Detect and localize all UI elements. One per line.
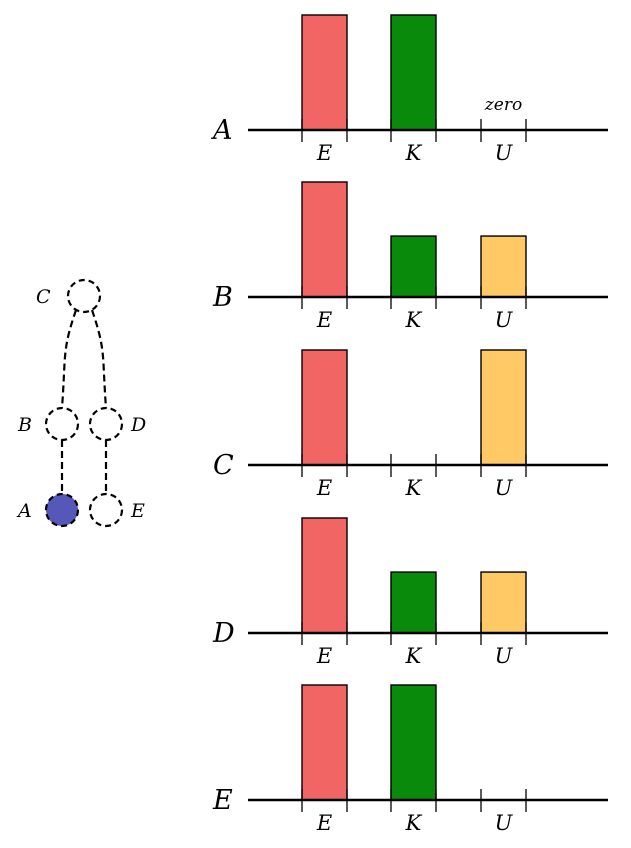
bar-a-k [390, 14, 437, 131]
graph-node-label-d: D [130, 414, 146, 436]
bar-e-k [390, 684, 437, 801]
bar-c-e [301, 349, 348, 466]
bar-d-k [390, 571, 437, 634]
panel-label-a: A [210, 115, 233, 146]
graph-node-b [44, 406, 80, 442]
panel-label-b: B [212, 282, 233, 313]
panel-label-e: E [212, 785, 233, 816]
bar-b-k [390, 235, 437, 298]
bar-d-u [480, 571, 527, 634]
tick-label-c-k: K [405, 476, 423, 500]
edge-c-d [90, 309, 108, 409]
bar-a-e [301, 14, 348, 131]
graph-node-label-e: E [130, 500, 145, 522]
graph-node-label-c: C [36, 286, 51, 308]
tick-label-a-u: U [495, 141, 514, 165]
tick-label-d-e: E [316, 644, 332, 668]
tick-label-e-k: K [405, 811, 423, 835]
panel-label-d: D [212, 618, 235, 649]
tick-label-b-e: E [316, 308, 332, 332]
graph-node-label-b: B [17, 414, 32, 436]
panel-label-c: C [213, 450, 234, 481]
tick-label-a-k: K [405, 141, 423, 165]
tick-label-c-u: U [495, 476, 514, 500]
annotation-a-zero: zero [484, 95, 522, 115]
graph-node-c [66, 278, 102, 314]
bar-b-u [480, 235, 527, 298]
graph-edges [60, 309, 108, 494]
tick-label-d-k: K [405, 644, 423, 668]
bar-e-e [301, 684, 348, 801]
tick-label-c-e: E [316, 476, 332, 500]
edge-c-b [60, 309, 78, 409]
bar-d-e [301, 517, 348, 634]
graph-node-label-a: A [16, 500, 32, 522]
graph-node-d [88, 406, 124, 442]
graph-node-e [88, 492, 124, 528]
tick-label-e-u: U [495, 811, 514, 835]
node-graph: C B D A E [16, 278, 146, 528]
graph-node-a [44, 492, 80, 528]
tick-label-b-u: U [495, 308, 514, 332]
tick-label-e-e: E [316, 811, 332, 835]
tick-label-d-u: U [495, 644, 514, 668]
bar-b-e [301, 181, 348, 298]
tick-label-b-k: K [405, 308, 423, 332]
bar-c-u [480, 349, 527, 466]
tick-label-a-e: E [316, 141, 332, 165]
